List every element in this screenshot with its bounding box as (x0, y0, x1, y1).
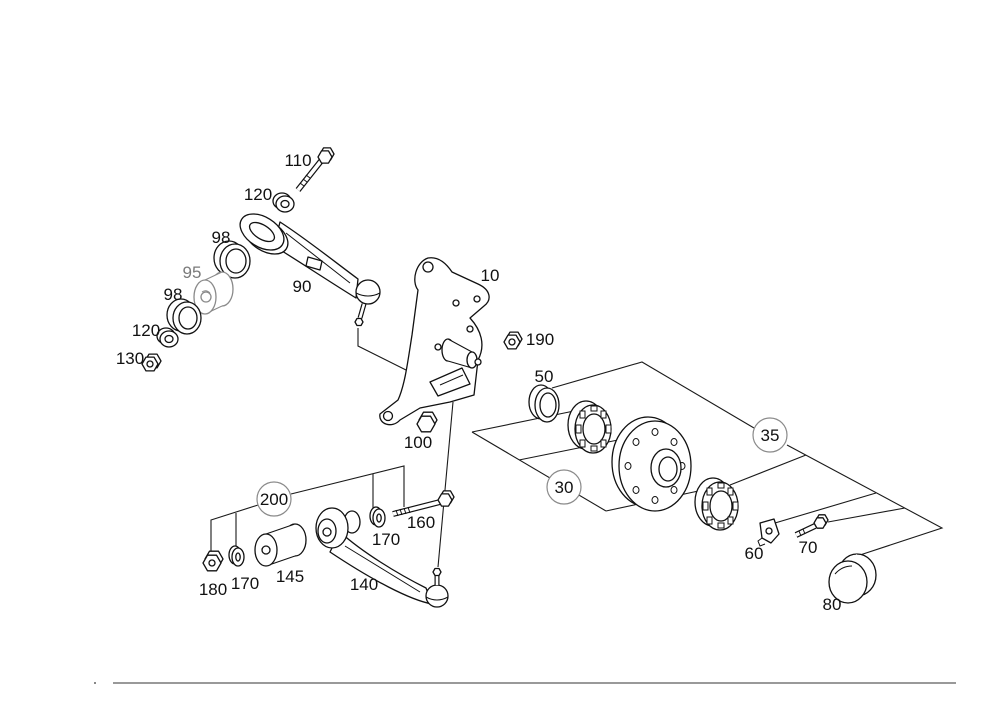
callout-120-lower: 120 (132, 321, 160, 340)
leader-upper-joint (357, 328, 411, 373)
leader-35-bearing (729, 454, 807, 486)
callout-35: 35 (761, 426, 780, 445)
upper-arm-90-part (239, 213, 381, 327)
leader-30-spine (471, 431, 607, 512)
nut-180-part (202, 550, 224, 572)
callout-140: 140 (350, 575, 378, 594)
leader-lines (210, 328, 944, 568)
bearing-left-part (567, 400, 612, 454)
callout-90: 90 (293, 277, 312, 296)
callout-98-lower: 98 (164, 285, 183, 304)
nut-100-part (416, 411, 438, 433)
leader-35-bolt (827, 507, 906, 523)
callout-170-right: 170 (372, 530, 400, 549)
leader-200-left (210, 504, 259, 552)
callout-145: 145 (276, 567, 304, 586)
callout-170-left: 170 (231, 574, 259, 593)
callout-190: 190 (526, 330, 554, 349)
callout-70: 70 (799, 538, 818, 557)
lower-arm-140-part (315, 507, 449, 608)
nut-190-part (503, 331, 523, 350)
callout-180: 180 (199, 580, 227, 599)
leader-35-right (786, 444, 944, 556)
washer-120-upper-part (272, 192, 295, 213)
callout-80: 80 (823, 595, 842, 614)
hub-flange-part (611, 416, 692, 512)
knuckle-10-part (379, 257, 490, 426)
callout-circle-200 (256, 481, 292, 517)
callout-circle-30 (546, 469, 582, 505)
leader-lower-joint (437, 401, 454, 568)
callout-200: 200 (260, 490, 288, 509)
leader-35-top (551, 361, 755, 429)
leader-30-bearing-left (471, 410, 575, 433)
bolt-110-part (295, 147, 335, 192)
washer-120-lower-part (156, 327, 179, 348)
washer-170-right-part (369, 506, 386, 528)
leader-200-right (290, 465, 405, 507)
callout-circle-35 (752, 417, 788, 453)
bolt-70-part (794, 514, 829, 538)
callout-95: 95 (183, 263, 202, 282)
leader-35-clip (774, 492, 877, 524)
callout-10: 10 (481, 266, 500, 285)
washer-170-left-part (228, 545, 245, 567)
ring-98-lower-part (166, 298, 202, 335)
callout-120-upper: 120 (244, 185, 272, 204)
nut-130-part (141, 353, 162, 372)
callout-labels: 110 120 98 95 98 120 130 90 10 190 100 5… (116, 151, 842, 614)
callout-100: 100 (404, 433, 432, 452)
corner-dot (94, 682, 96, 684)
callout-110: 110 (284, 151, 311, 170)
bushing-145-part (254, 523, 307, 567)
bushing-95-part (193, 271, 234, 315)
callout-60: 60 (745, 544, 764, 563)
callout-98-upper: 98 (212, 228, 231, 247)
seal-50-part (528, 384, 560, 423)
bolt-160-part (392, 490, 455, 517)
callout-50: 50 (535, 367, 554, 386)
clip-60-part (757, 518, 780, 547)
cap-80-part (828, 553, 877, 604)
callout-130: 130 (116, 349, 144, 368)
bearing-right-part (694, 477, 739, 531)
callout-160: 160 (407, 513, 435, 532)
ring-98-upper-part (213, 240, 251, 279)
callout-30: 30 (555, 478, 574, 497)
